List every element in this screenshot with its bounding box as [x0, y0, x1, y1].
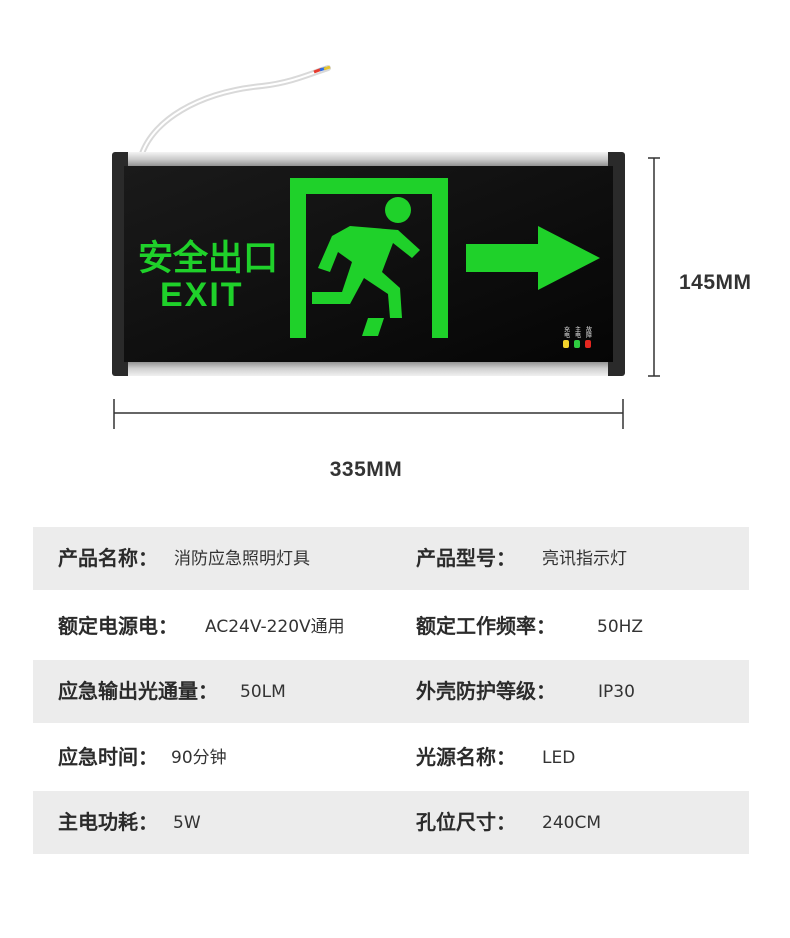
indicator-lamp-fault — [585, 340, 591, 348]
width-label: 335MM — [329, 458, 403, 481]
width-dimension-line — [113, 399, 624, 429]
indicator-label-fault: 故障 — [585, 325, 592, 339]
spec-value: 50LM — [240, 682, 286, 702]
spec-value: IP30 — [598, 682, 635, 702]
top-rail — [128, 152, 608, 167]
spec-value: 亮讯指示灯 — [542, 549, 627, 569]
spec-label: 孔位尺寸： — [416, 810, 516, 834]
power-cable — [137, 65, 331, 163]
spec-value: 消防应急照明灯具 — [174, 549, 310, 569]
spec-value: 5W — [173, 813, 201, 833]
indicator-lamp-charge — [563, 340, 569, 348]
spec-label: 额定工作频率： — [416, 614, 556, 638]
indicator-lamp-main — [574, 340, 580, 348]
exit-sign-illustration: 安全出口 EXIT 充电 主电 故障 — [112, 65, 660, 429]
spec-label: 光源名称： — [416, 745, 516, 769]
spec-label: 外壳防护等级： — [416, 679, 556, 703]
running-man-icon — [312, 197, 420, 336]
spec-row: 应急输出光通量： 50LM 外壳防护等级： IP30 — [33, 660, 749, 723]
spec-value: LED — [542, 748, 576, 768]
spec-label: 应急输出光通量： — [58, 679, 218, 703]
spec-value: 240CM — [542, 813, 601, 833]
indicator-label-main: 主电 — [574, 325, 581, 338]
spec-row: 产品名称： 消防应急照明灯具 产品型号： 亮讯指示灯 — [33, 527, 749, 590]
door-frame — [290, 178, 448, 338]
spec-label: 产品名称： — [58, 546, 158, 570]
sign-title-en: EXIT — [160, 276, 244, 314]
spec-label: 主电功耗： — [58, 810, 158, 834]
spec-label: 额定电源电： — [58, 614, 178, 638]
status-indicators: 充电 主电 故障 — [563, 325, 592, 348]
spec-value: 50HZ — [597, 617, 644, 637]
product-image: 安全出口 EXIT 充电 主电 故障 — [112, 65, 752, 481]
spec-value: AC24V-220V通用 — [205, 617, 345, 637]
sign-title-cn: 安全出口 — [138, 238, 278, 279]
bottom-rail — [128, 361, 608, 376]
spec-row: 额定电源电： AC24V-220V通用 额定工作频率： 50HZ — [33, 595, 749, 658]
spec-row: 应急时间： 90分钟 光源名称： LED — [33, 726, 749, 789]
spec-value: 90分钟 — [171, 748, 227, 768]
indicator-label-charge: 充电 — [563, 325, 570, 338]
spec-label: 产品型号： — [416, 546, 516, 570]
arrow-right-icon — [466, 226, 600, 290]
height-dimension-line — [648, 157, 660, 377]
spec-label: 应急时间： — [58, 745, 158, 769]
spec-row: 主电功耗： 5W 孔位尺寸： 240CM — [33, 791, 749, 854]
height-label: 145MM — [679, 271, 752, 294]
